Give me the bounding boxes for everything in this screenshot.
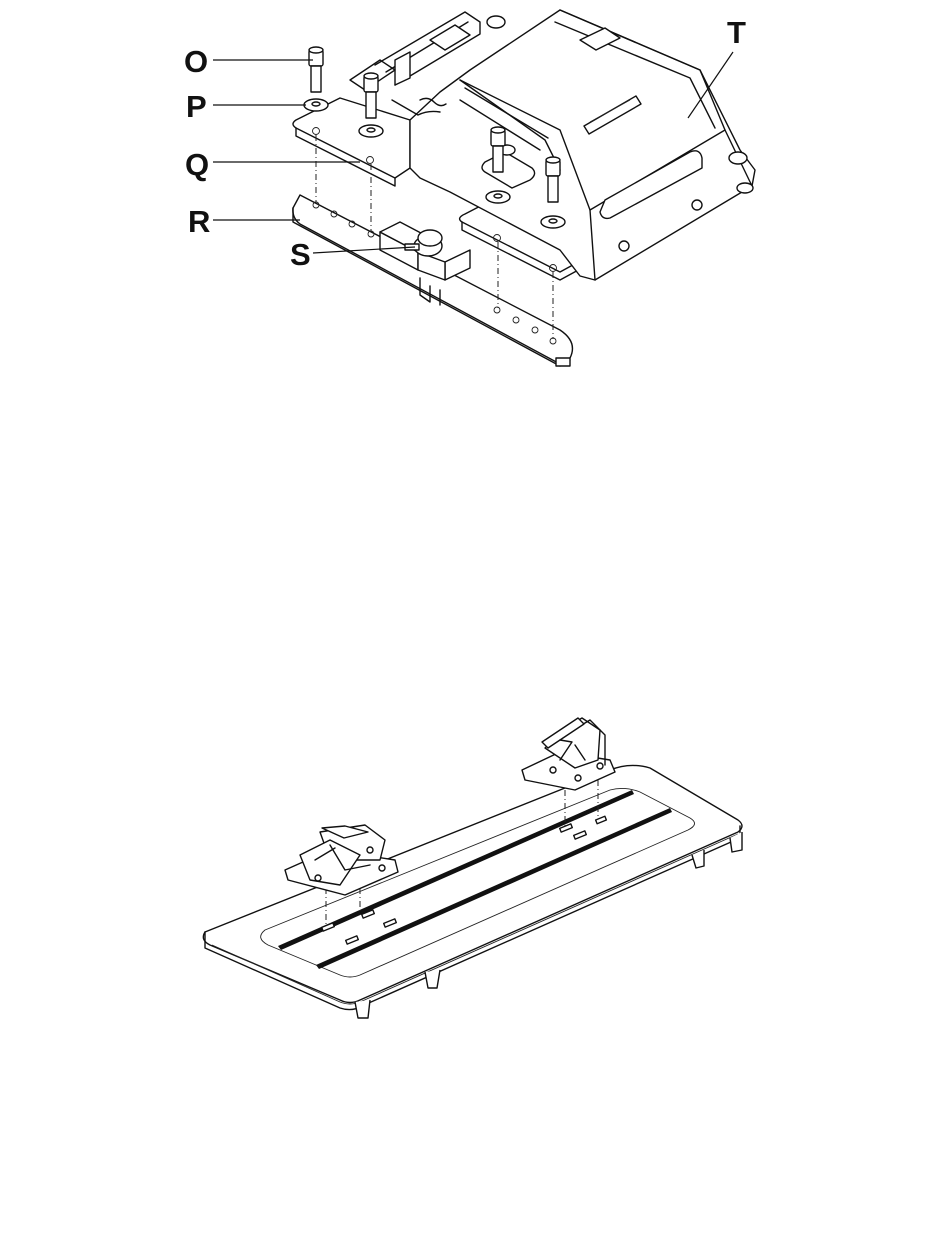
bolt-right-front bbox=[491, 127, 505, 172]
callout-r: R bbox=[188, 204, 210, 239]
platform-rails bbox=[278, 790, 672, 969]
left-clamp-unit bbox=[285, 825, 398, 895]
right-clamp-unit bbox=[522, 718, 615, 790]
callout-t: T bbox=[727, 15, 746, 50]
bolt-left-front bbox=[309, 47, 323, 92]
callout-o: O bbox=[184, 44, 208, 79]
exploded-assembly-drawing: O P Q R S T bbox=[0, 0, 950, 400]
left-bracket-plate bbox=[293, 98, 410, 186]
housing-cover bbox=[410, 10, 755, 280]
base-platform bbox=[203, 765, 742, 1018]
platform-slots bbox=[322, 816, 607, 944]
callout-s: S bbox=[290, 237, 311, 272]
callout-p: P bbox=[186, 89, 207, 124]
bolt-right-rear bbox=[546, 157, 560, 202]
bolt-left-rear bbox=[364, 73, 378, 118]
mounting-guides bbox=[326, 780, 598, 925]
callout-q: Q bbox=[185, 147, 209, 182]
